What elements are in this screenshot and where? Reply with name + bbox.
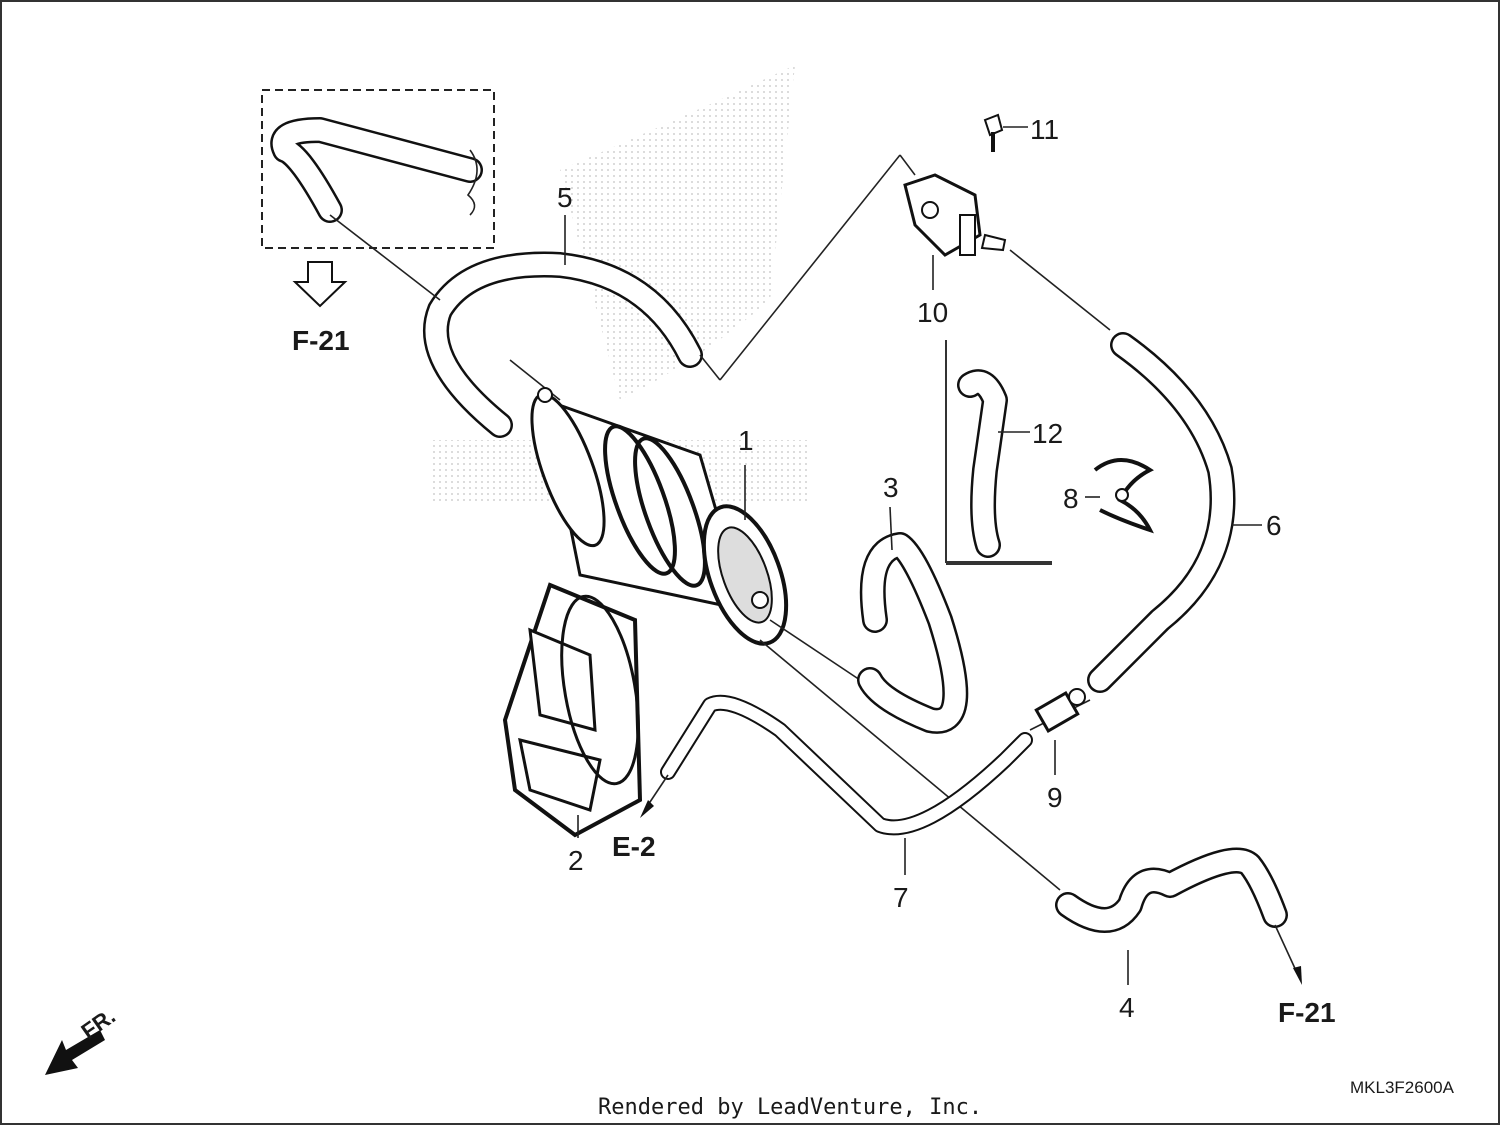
callout-11: 11 xyxy=(1030,114,1059,145)
ref-f21-bottom: F-21 xyxy=(1278,997,1336,1028)
callout-12: 12 xyxy=(1032,418,1063,449)
diagram-code: MKL3F2600A xyxy=(1350,1078,1455,1097)
callout-2: 2 xyxy=(568,845,584,876)
inset-bracket-12 xyxy=(945,340,1052,565)
callout-8: 8 xyxy=(1063,483,1079,514)
callout-5: 5 xyxy=(557,182,573,213)
clamp-8 xyxy=(1093,458,1154,534)
ref-f21-top: F-21 xyxy=(292,325,350,356)
valve-10 xyxy=(903,173,1007,257)
callout-4: 4 xyxy=(1119,992,1135,1023)
callout-6: 6 xyxy=(1266,510,1282,541)
hose-7 xyxy=(660,694,1033,836)
fuel-pump xyxy=(509,359,789,646)
hose-6 xyxy=(1009,249,1236,693)
down-arrow-icon xyxy=(292,261,348,308)
hose-4 xyxy=(1055,847,1288,933)
ref-e2: E-2 xyxy=(612,831,656,862)
callout-7: 7 xyxy=(893,882,909,913)
front-arrow-icon xyxy=(45,1030,105,1075)
pump-holder xyxy=(502,582,643,838)
render-credit: Rendered by LeadVenture, Inc. xyxy=(598,1095,982,1120)
callout-9: 9 xyxy=(1047,782,1063,813)
callout-10: 10 xyxy=(917,297,948,328)
fitting-9 xyxy=(1029,688,1091,733)
callout-1: 1 xyxy=(738,425,754,456)
screw-11 xyxy=(983,113,1004,152)
front-label: FR. xyxy=(77,1003,120,1044)
hose-3 xyxy=(857,532,969,734)
callout-3: 3 xyxy=(883,472,899,503)
inset-box xyxy=(261,89,495,249)
hose-5 xyxy=(329,154,916,438)
